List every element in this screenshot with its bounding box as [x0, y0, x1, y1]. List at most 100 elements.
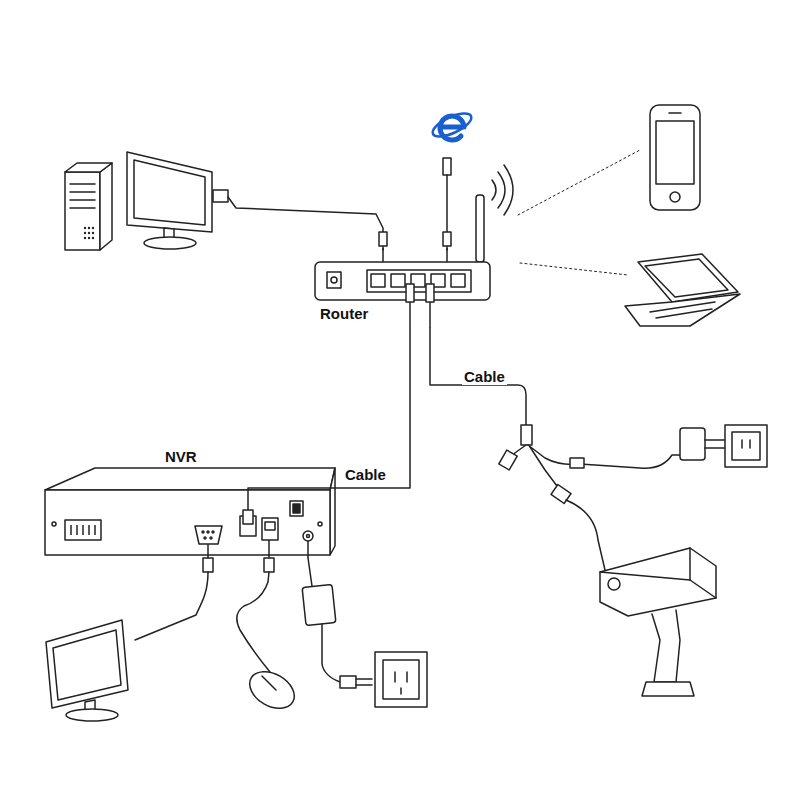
smartphone-part [670, 192, 680, 202]
router-shape-part [315, 262, 490, 300]
laptop [625, 254, 740, 326]
pc-tower [65, 163, 112, 250]
nvr-shape-part [293, 504, 300, 513]
mouse-cable-part [237, 572, 270, 672]
nvr-shape-part [318, 522, 322, 526]
router-shape-part [446, 248, 448, 262]
nvr-shape-part [265, 522, 275, 530]
pc-cable-part [228, 197, 383, 250]
pc-monitor [127, 152, 212, 249]
internet-cable-part [443, 232, 451, 246]
nvr-monitor [46, 620, 128, 721]
camera-cable-part [530, 447, 560, 490]
pc-tower-part-part [84, 227, 86, 229]
laptop-part [645, 259, 728, 297]
pc-cable-part [213, 190, 228, 202]
nvr-power-part [383, 660, 419, 699]
wireless-link-part [520, 263, 628, 275]
pc-cable-part [379, 232, 387, 246]
nvr-monitor-part [66, 709, 118, 721]
nvr-shape-part [88, 525, 90, 535]
router-shape-part [391, 274, 405, 287]
nvr-power-part [394, 672, 396, 682]
pc-tower-part-part [88, 232, 90, 234]
nvr-power-part [400, 688, 402, 694]
router-node: Router [305, 248, 500, 328]
nvr-monitor-part [46, 620, 128, 708]
nvr-power [302, 558, 427, 707]
bullet-camera-part [690, 580, 716, 598]
nvr-shape-part [262, 518, 278, 540]
nvr-shape-part [195, 526, 222, 544]
internet-logo [430, 109, 475, 141]
smartphone-part [669, 112, 681, 114]
pc-tower-part-part [92, 232, 94, 234]
router-shape-part [331, 277, 337, 283]
pc-tower-part-part [84, 237, 86, 239]
nvr-shape-part [52, 522, 56, 526]
router-shape-part [371, 274, 385, 287]
bullet-camera-part [642, 682, 694, 696]
router-shape-part [451, 274, 465, 287]
mouse [243, 664, 301, 716]
internet-logo-part [430, 109, 475, 141]
nvr-power-part [406, 672, 408, 682]
pc-tower-part-part [84, 232, 86, 234]
nvr-power-part [308, 558, 312, 586]
laptop-part [656, 309, 712, 318]
power-adapter-part [680, 428, 705, 460]
power-adapter-part [725, 425, 767, 467]
router-shape-part [327, 272, 341, 288]
vga-cable-part [135, 572, 208, 640]
pc-tower-part [70, 207, 95, 209]
pc-cable [213, 190, 387, 250]
nvr-shape-part [210, 537, 212, 539]
smartphone-part [656, 121, 694, 184]
nvr-shape-part [65, 520, 101, 540]
edge-label: Cable [343, 466, 388, 483]
wifi-antenna-part [504, 165, 513, 215]
nvr-monitor-part [53, 630, 121, 700]
router-shape-part [367, 270, 471, 292]
power-adapter-part [749, 440, 751, 448]
nvr-shape-part [307, 541, 309, 558]
router-shape-part [429, 302, 431, 328]
wifi-antenna-part [498, 172, 505, 208]
nvr-shape-part [290, 501, 303, 516]
pc-tower-part [84, 227, 94, 239]
nvr-shape-part [207, 531, 209, 533]
nvr-shape-part [202, 531, 204, 533]
nvr-shape-part [303, 531, 313, 541]
nvr-shape-part [207, 544, 209, 558]
pc-monitor-part [134, 160, 205, 225]
mouse-part [243, 664, 301, 716]
nvr-power-part [375, 652, 427, 707]
nvr-power-part [302, 585, 336, 626]
nvr-shape-part [268, 540, 270, 558]
wifi-antenna [476, 165, 513, 262]
router-shape-part [382, 248, 384, 262]
pc-monitor-part [127, 152, 212, 232]
internet-cable-part [443, 158, 451, 175]
camera-cable-part [570, 458, 584, 468]
pc-tower-part-part [92, 227, 94, 229]
router-shape-part [406, 284, 414, 302]
nvr-shape-part [204, 537, 206, 539]
nvr-power-part [340, 676, 356, 688]
nvr-shape-part [70, 525, 72, 535]
bullet-camera-part [689, 548, 691, 580]
nvr-power-part [356, 684, 372, 686]
node-label: NVR [165, 448, 197, 465]
laptop-part [638, 254, 738, 302]
node-label: Router [320, 305, 368, 322]
vga-cable [135, 558, 213, 640]
nvr-shape-part [212, 531, 214, 533]
nvr-shape-part [45, 490, 330, 555]
laptop-part [625, 294, 740, 326]
pc-tower-part-part [92, 237, 94, 239]
camera-cable-part [521, 425, 532, 445]
pc-tower-part [70, 199, 95, 201]
camera-cable-part [566, 500, 605, 570]
camera-cable-part [528, 445, 680, 468]
